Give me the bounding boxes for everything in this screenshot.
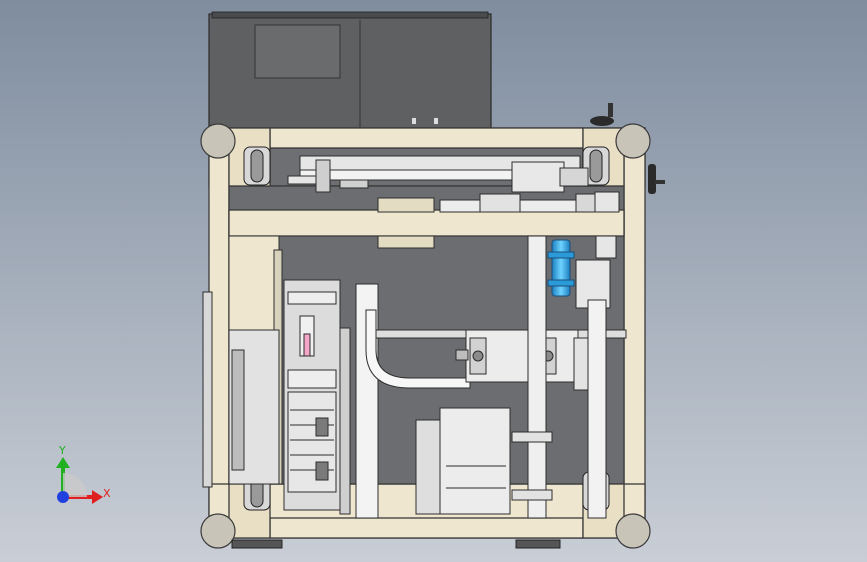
center-box [415,407,511,515]
z-axis-arc [63,473,87,497]
x-axis-arrow-head [92,490,103,504]
middle-actuator [377,191,620,249]
coordinate-triad: Y X [56,444,111,504]
bottom-feet [231,539,561,549]
stacking-mechanism [283,279,351,515]
handwheel-top [590,103,614,126]
right-vertical-guide [511,235,617,519]
handwheel-side [648,164,665,194]
x-axis-label: X [103,487,111,500]
y-axis-arrow-head [56,457,70,468]
corner-wheels [200,123,651,549]
y-axis-label: Y [58,444,66,457]
top-linear-actuator [287,155,589,193]
blue-pneumatic-cylinder [547,239,575,297]
control-cabinet [208,11,492,131]
left-column [202,235,283,488]
z-axis-dot [57,491,69,503]
